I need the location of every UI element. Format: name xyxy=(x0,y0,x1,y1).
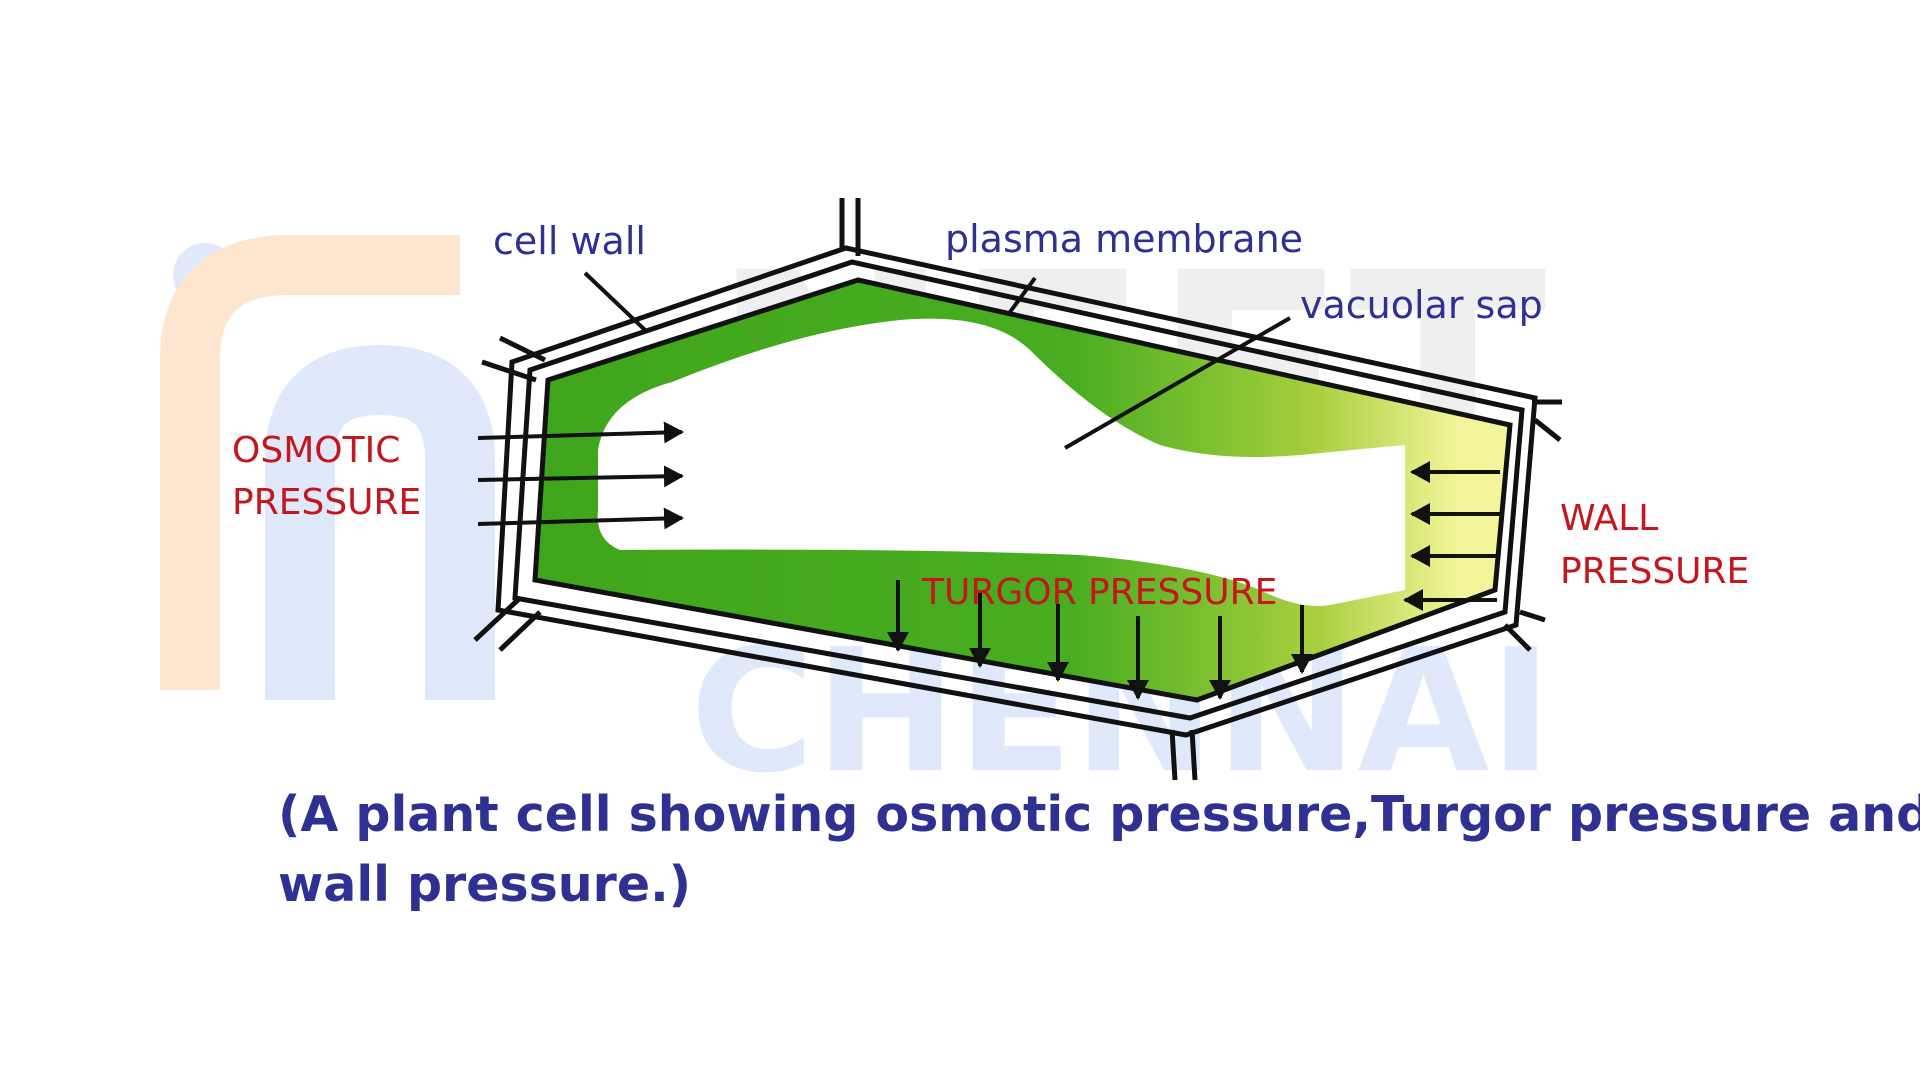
wall-junction-right-bottom xyxy=(1503,609,1546,652)
caption-line1: (A plant cell showing osmotic pressure,T… xyxy=(278,786,1920,843)
wall-junction-bottom xyxy=(1169,729,1198,781)
label-vacuolar-sap: vacuolar sap xyxy=(1300,283,1543,327)
label-wall-pressure-line2: PRESSURE xyxy=(1560,551,1749,592)
caption-line2: wall pressure.) xyxy=(278,856,692,913)
osmotic-arrow xyxy=(477,465,684,488)
label-wall-pressure-line1: WALL xyxy=(1560,498,1658,539)
wall-junction-left-top xyxy=(481,335,547,383)
label-turgor-pressure: TURGOR PRESSURE xyxy=(921,572,1277,613)
leader-lines xyxy=(583,271,1292,450)
label-cell-wall: cell wall xyxy=(493,219,646,263)
figure-caption: (A plant cell showing osmotic pressure,T… xyxy=(278,780,1920,920)
turgor-pressure-arrows xyxy=(887,580,1313,700)
label-plasma-membrane: plasma membrane xyxy=(945,217,1303,261)
watermark-n-shape xyxy=(265,344,495,700)
label-osmotic-pressure-line2: PRESSURE xyxy=(232,482,421,523)
osmotic-pressure-arrows xyxy=(477,421,684,530)
vacuolar-sap-leader xyxy=(1063,316,1292,450)
osmotic-arrow xyxy=(477,421,684,444)
osmotic-arrow xyxy=(477,507,684,530)
wall-junction-right-top xyxy=(1532,399,1562,442)
wall-pressure-arrows xyxy=(1403,461,1500,611)
wall-junction-left-bottom xyxy=(473,596,542,652)
wall-junction-top xyxy=(839,198,861,256)
label-osmotic-pressure-line1: OSMOTIC xyxy=(232,430,400,471)
plasma-membrane-leader xyxy=(1008,276,1037,314)
vacuole xyxy=(597,318,1405,606)
cell-wall-leader xyxy=(583,271,647,332)
cell-wall-outer xyxy=(495,245,1538,738)
watermark-c-shape xyxy=(160,235,460,690)
cell-wall xyxy=(473,198,1562,781)
cell-wall-inner xyxy=(512,259,1525,721)
plasma-membrane-outline xyxy=(532,277,1513,703)
